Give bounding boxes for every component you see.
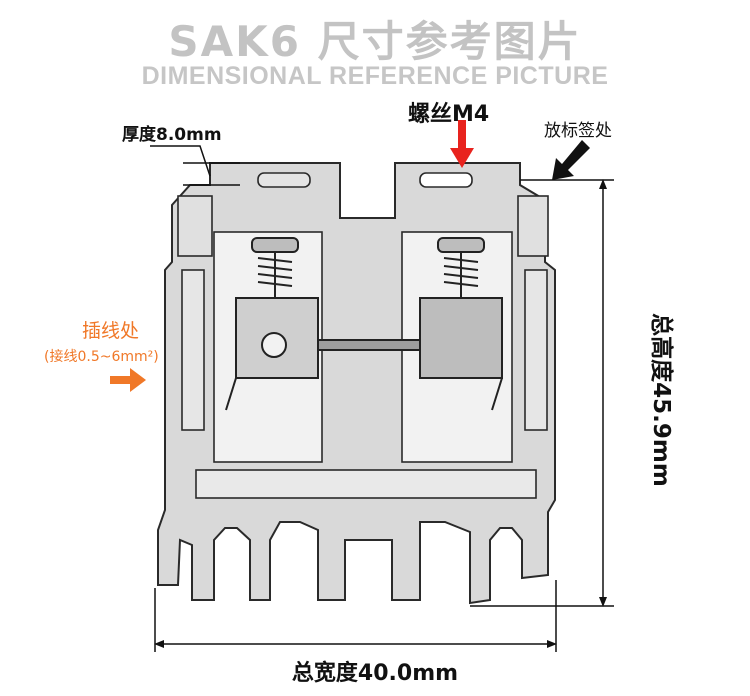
thickness-label: 厚度8.0mm	[122, 125, 222, 145]
left-screw-head	[251, 237, 299, 253]
right-screw-head	[437, 237, 485, 253]
thickness-dimension	[150, 145, 240, 186]
screw-label: 螺丝M4	[408, 102, 490, 127]
wire-range-label: (接线0.5~6mm²)	[44, 349, 159, 365]
total-width-label: 总宽度40.0mm	[291, 661, 459, 686]
wire-entry-label: 插线处	[82, 320, 140, 342]
title-english: DIMENSIONAL REFERENCE PICTURE	[141, 62, 609, 90]
right-clamp	[419, 297, 503, 379]
bridge-bar	[317, 339, 421, 351]
left-clamp-hole	[261, 332, 287, 358]
tag-position-label: 放标签处	[544, 121, 612, 141]
red-down-arrow-icon	[450, 120, 474, 168]
title-chinese: SAK6 尺寸参考图片	[168, 17, 582, 66]
total-height-label: 总高度45.9mm	[648, 313, 674, 487]
black-diagonal-arrow-icon	[552, 140, 590, 180]
width-dimension-line	[154, 580, 557, 652]
height-dimension-line	[470, 179, 614, 607]
orange-right-arrow-icon	[110, 368, 146, 392]
